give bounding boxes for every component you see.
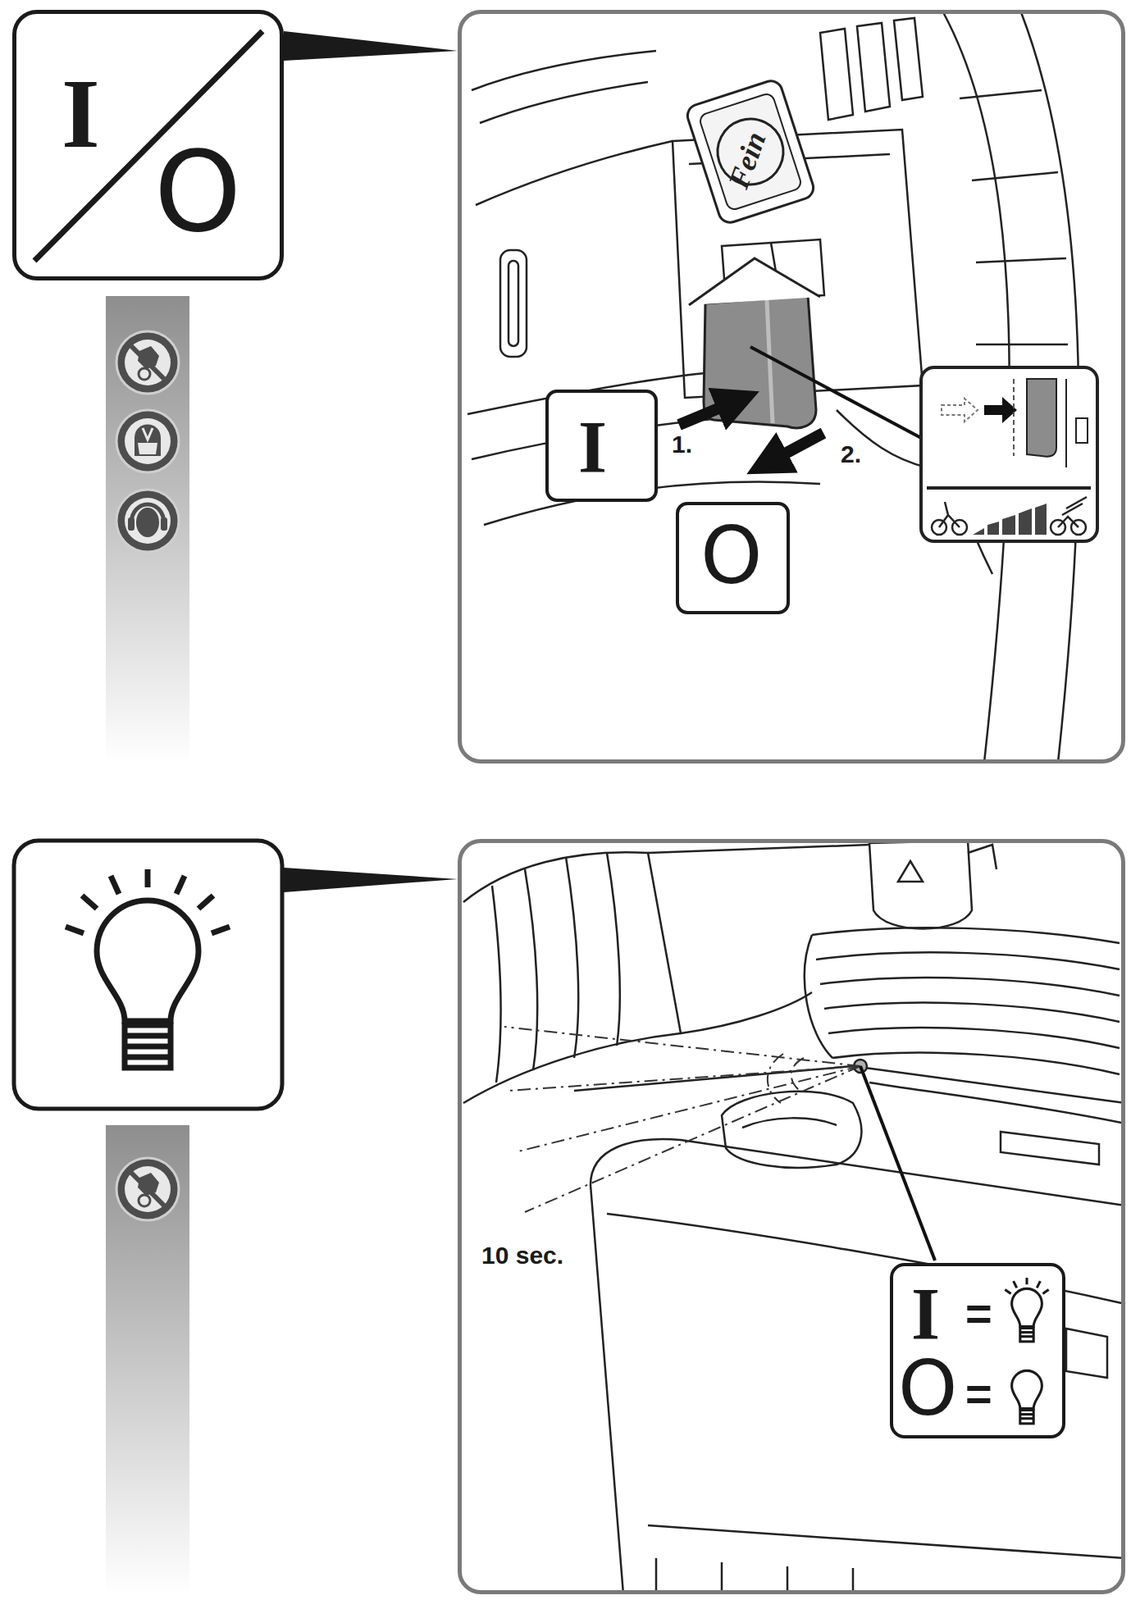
switch-highlight (766, 300, 773, 424)
light-legend-box: I =O= (889, 1263, 1066, 1439)
symbol-box: IO (12, 9, 284, 281)
logo-plate (684, 77, 817, 226)
equals-sign: = (965, 1371, 993, 1418)
ear-protection-icon (116, 489, 179, 552)
safety-ribbon (105, 296, 190, 764)
step-number: 1. (671, 432, 693, 457)
release-arrow (766, 433, 824, 464)
no-hand-icon (116, 331, 179, 394)
slash-line (34, 31, 263, 261)
switch-cap (688, 258, 821, 306)
tool-side-view (463, 840, 1126, 1595)
off-symbol: O (154, 136, 242, 248)
on-box: I (545, 389, 658, 502)
leader-line (750, 346, 923, 439)
speed-inset (921, 367, 1098, 542)
on-symbol: I (61, 64, 101, 164)
off-box: O (675, 501, 790, 615)
safety-ribbon (105, 1125, 190, 1595)
push-arrow (679, 400, 739, 425)
bulb-symbol (65, 869, 230, 1068)
on-symbol: I (911, 1277, 940, 1352)
illustration-panel: 10 sec. I =O= (457, 839, 1126, 1595)
callout-connector (283, 31, 458, 61)
light-icon-box (13, 840, 283, 1109)
light-rays (504, 1026, 861, 1213)
illustration-panel: 1. 2. I O (457, 9, 1126, 764)
step-number: 2. (840, 442, 862, 467)
equals-sign: = (965, 1290, 993, 1337)
bulb-off (1001, 1358, 1053, 1432)
on-symbol: I (578, 410, 607, 485)
bulb-icon (1001, 1276, 1053, 1347)
no-hand-icon (116, 1158, 179, 1221)
bulb-icon (1001, 1358, 1053, 1429)
bulb-on (1001, 1276, 1053, 1350)
off-symbol: O (898, 1351, 958, 1428)
mask-icon (116, 410, 179, 473)
callout-wedge (283, 867, 458, 893)
off-symbol: O (700, 516, 763, 596)
leader-line (860, 1066, 935, 1261)
duration-label: 10 sec. (481, 1243, 564, 1268)
